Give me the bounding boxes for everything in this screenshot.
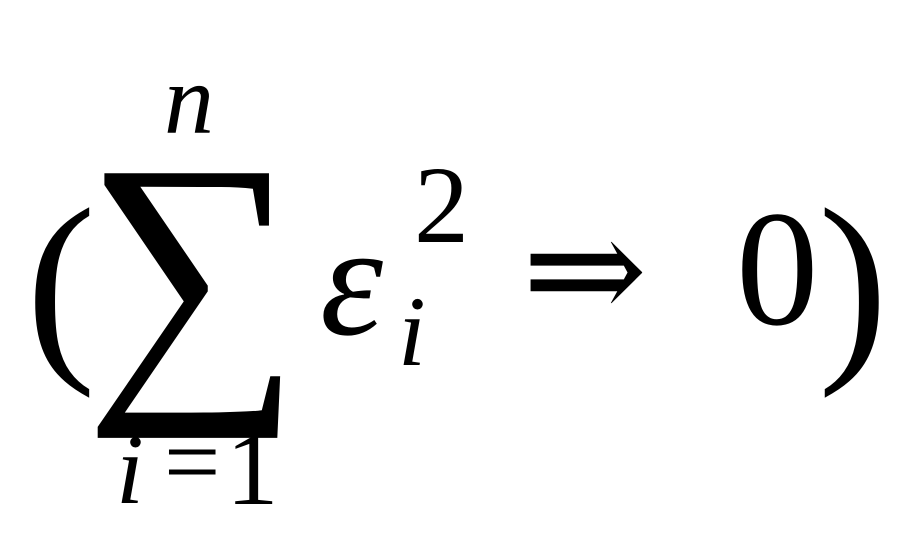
term-superscript: 2 xyxy=(414,144,469,266)
result-value: 0 xyxy=(736,177,819,360)
summation-lower-equals: = xyxy=(164,406,221,517)
summation-lower-index: i xyxy=(116,414,144,525)
summation-lower-value: 1 xyxy=(226,410,279,527)
right-parenthesis: ) xyxy=(818,167,888,399)
summation-upper-limit: n xyxy=(164,44,214,155)
left-parenthesis: ( xyxy=(26,167,96,399)
summation-symbol: ∑ xyxy=(84,101,302,439)
term-base-epsilon: ε xyxy=(320,191,384,369)
implies-arrow: ⇒ xyxy=(522,188,648,354)
term-subscript: i xyxy=(398,276,426,387)
